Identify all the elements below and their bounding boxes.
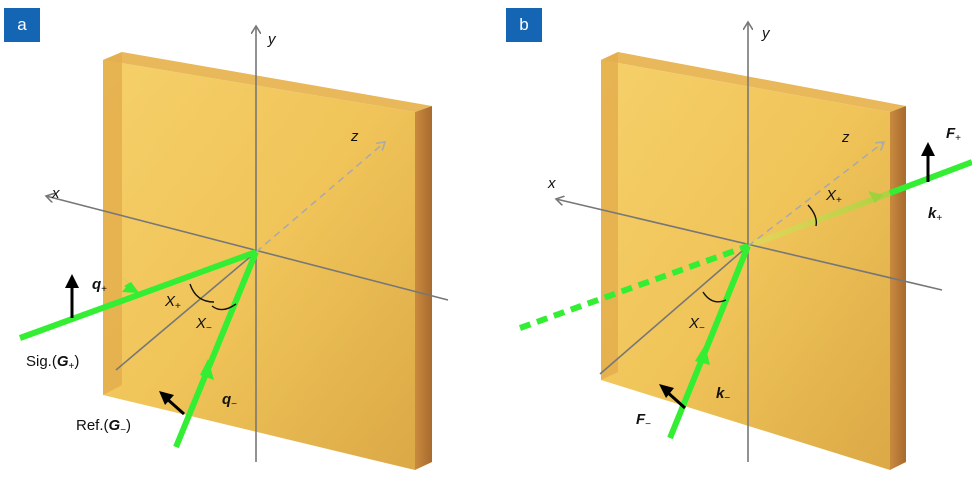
chi-plus-label: X+ — [825, 187, 842, 206]
x-axis-label: x — [547, 175, 556, 192]
crystal-left-edge — [601, 52, 618, 380]
crystal-top-face — [103, 52, 432, 112]
k-minus-label: k− — [716, 385, 730, 404]
reference-beam-arrowhead — [200, 359, 214, 380]
z-axis-back — [255, 142, 385, 253]
f-minus-polarization-arrowhead — [659, 384, 674, 398]
crystal-left-edge — [103, 52, 122, 395]
q-minus-label: q− — [222, 391, 237, 410]
signal-polarization-arrowhead — [65, 274, 79, 288]
chi-plus-label: X+ — [164, 293, 181, 312]
signal-beam — [18, 249, 258, 341]
chi-plus-angle-arc — [807, 204, 818, 227]
crystal-side-face — [415, 106, 432, 470]
signal-label: Sig.(G+) — [26, 353, 79, 372]
q-plus-label: q+ — [92, 276, 107, 295]
reference-label: Ref.(G−) — [76, 417, 131, 436]
z-axis-label: z — [841, 129, 850, 146]
chi-minus-angle-arc — [211, 303, 237, 311]
panel-b-tag: b — [506, 8, 542, 42]
panel-a-figure: y x z q+ q− X+ X− Sig.(G+) Ref.(G−) — [18, 0, 449, 470]
f-plus-label: F+ — [946, 125, 961, 144]
f-minus-label: F− — [636, 411, 651, 430]
z-axis-front — [599, 245, 749, 375]
crystal-front-face — [601, 60, 890, 470]
z-axis-front — [115, 251, 257, 371]
z-axis-label: z — [350, 128, 359, 145]
panel-a-tag: a — [4, 8, 40, 42]
reference-beam — [173, 250, 259, 449]
panel-b: b — [486, 0, 972, 481]
k-plus-label: k+ — [928, 205, 942, 224]
exit-beam-arrowhead — [868, 191, 884, 203]
signal-beam-arrowhead-2 — [124, 282, 140, 294]
z-axis-back — [747, 142, 884, 247]
transmitted-beam-inside — [746, 190, 892, 249]
reference-polarization-arrowhead — [159, 391, 174, 405]
crystal-top-face — [601, 52, 906, 112]
crystal-side-face — [890, 106, 906, 470]
chi-minus-angle-arc — [702, 291, 727, 303]
chi-minus-label: X− — [195, 315, 212, 334]
x-axis-label: x — [51, 185, 60, 202]
f-plus-polarization-arrowhead — [921, 142, 935, 156]
exit-beam — [888, 159, 972, 196]
crystal-front-face — [103, 60, 415, 470]
incident-beam-dotted-extension — [518, 243, 750, 331]
chi-minus-label: X− — [688, 315, 705, 334]
y-axis-label: y — [267, 31, 277, 48]
x-axis — [46, 196, 449, 301]
panel-a: a y — [4, 0, 449, 470]
chi-plus-angle-arc — [189, 283, 215, 303]
panel-b-figure: y x z F+ k+ X+ X− k− F− — [518, 0, 972, 470]
reference-polarization-arrow — [165, 396, 185, 416]
y-axis-label: y — [761, 25, 771, 42]
incident-beam-arrowhead — [695, 345, 710, 365]
